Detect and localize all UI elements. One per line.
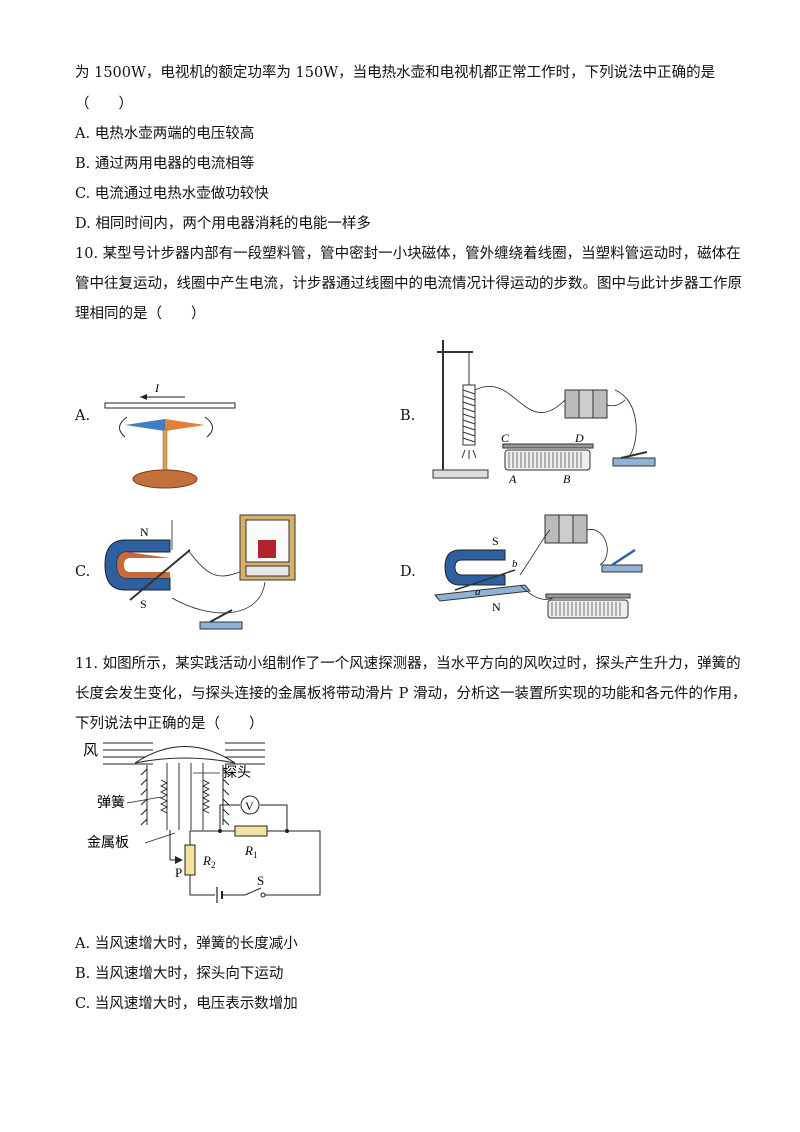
r2-label: R2 <box>202 853 215 870</box>
rheostat-c: C <box>501 431 510 445</box>
rheostat-d <box>545 593 631 619</box>
switch-label: S <box>257 873 264 888</box>
q11-stem-2: 长度会发生变化，与探头连接的金属板将带动滑片 P 滑动，分析这一装置所实现的功能… <box>75 686 747 702</box>
circuit-wires <box>189 804 321 896</box>
needle-blue <box>125 419 165 431</box>
rheostat <box>502 443 594 471</box>
q11-stem-3: 下列说法中正确的是（ ） <box>75 716 264 732</box>
u-magnet-inner <box>117 552 170 578</box>
spring-label: 弹簧 <box>97 795 125 811</box>
q10-figure-c: N S <box>104 514 296 630</box>
pole-s: S <box>140 597 147 611</box>
u-magnet <box>104 539 171 591</box>
q11-figure: 风 探头 弹簧 金属板 P R2 V R1 S <box>83 742 321 903</box>
needle-orange <box>165 419 205 431</box>
wind-label: 风 <box>83 742 98 759</box>
q9-option-d: D. 相同时间内，两个用电器消耗的电能一样多 <box>75 216 371 232</box>
switch-d <box>601 548 643 573</box>
pole-s-d: S <box>492 534 499 548</box>
wire-b <box>474 385 637 461</box>
q9-option-c: C. 电流通过电热水壶做功较快 <box>75 186 269 202</box>
slider-p <box>175 856 183 864</box>
switch-c <box>199 609 243 630</box>
switch-b <box>612 451 656 467</box>
pole-n-d: N <box>492 600 501 614</box>
rheostat-d: D <box>574 431 584 445</box>
rotation-arrow-left <box>119 416 128 438</box>
spring-leader <box>126 796 162 804</box>
probe-label: 探头 <box>223 765 251 781</box>
q11-option-b: B. 当风速增大时，探头向下运动 <box>75 966 284 982</box>
r1-label: R1 <box>244 843 257 860</box>
junction-1 <box>218 829 222 833</box>
pins <box>461 449 477 459</box>
stand-base <box>432 469 489 479</box>
q10-label-b: B. <box>400 408 416 424</box>
needle-stand <box>162 429 168 476</box>
base-plate <box>434 584 531 602</box>
q10-label-d: D. <box>400 564 416 580</box>
slider-label: P <box>175 865 182 880</box>
q9-option-a: A. 电热水壶两端的电压较高 <box>75 126 255 142</box>
rail-b: b <box>512 558 518 570</box>
rail-d <box>454 569 516 591</box>
q10-label-c: C. <box>75 564 91 580</box>
resistor-r1 <box>234 825 268 837</box>
q10-figure-a: I <box>104 381 236 489</box>
u-magnet-d <box>444 549 506 586</box>
q10-figure-d: S N a b <box>434 514 643 619</box>
q9-stem: 为 1500W，电视机的额定功率为 150W，当电热水壶和电视机都正常工作时，下… <box>75 65 716 81</box>
switch-contact <box>260 892 266 898</box>
q10-stem-2: 管中往复运动，线圈中产生电流，计步器通过线圈中的电流情况计得运动的步数。图中与此… <box>75 276 742 292</box>
q11-stem-1: 11. 如图所示，某实践活动小组制作了一个风速探测器，当水平方向的风吹过时，探头… <box>75 656 741 672</box>
needle-base <box>132 469 198 489</box>
electromagnet-coil <box>462 384 476 446</box>
voltmeter <box>240 795 260 815</box>
current-label: I <box>154 381 160 395</box>
switch-blade <box>244 887 262 896</box>
q9-bracket: （ ） <box>75 96 133 112</box>
battery-box <box>564 389 608 419</box>
q9-option-b: B. 通过两用电器的电流相等 <box>75 156 255 172</box>
rheostat-a: A <box>508 472 517 486</box>
q10-stem-1: 10. 某型号计步器内部有一段塑料管，管中密封一小块磁体，管外缠绕着线圈，当塑料… <box>75 246 741 262</box>
q10-figure-b: C D A B <box>432 340 656 486</box>
pole-n: N <box>140 525 149 539</box>
rail-a: a <box>475 586 481 598</box>
plate-label: 金属板 <box>87 835 129 851</box>
wire-bar <box>104 402 236 409</box>
housing <box>140 765 230 826</box>
rotation-arrow-right <box>204 416 213 438</box>
galvanometer <box>239 514 296 581</box>
junction-2 <box>285 829 289 833</box>
q10-label-a: A. <box>75 408 91 424</box>
voltmeter-label: V <box>245 799 254 813</box>
springs <box>159 763 211 830</box>
q11-option-a: A. 当风速增大时，弹簧的长度减小 <box>75 936 298 952</box>
probe-airfoil <box>134 746 236 764</box>
wire-c <box>171 520 266 614</box>
q11-option-c: C. 当风速增大时，电压表示数增加 <box>75 996 298 1012</box>
battery-box-d <box>544 514 588 544</box>
resistor-r2 <box>184 844 196 876</box>
conductor-rod <box>129 549 191 601</box>
q10-stem-3: 理相同的是（ ） <box>75 306 206 322</box>
wind-arrows <box>103 742 265 765</box>
rheostat-b: B <box>563 472 571 486</box>
current-arrow-head <box>140 394 147 400</box>
